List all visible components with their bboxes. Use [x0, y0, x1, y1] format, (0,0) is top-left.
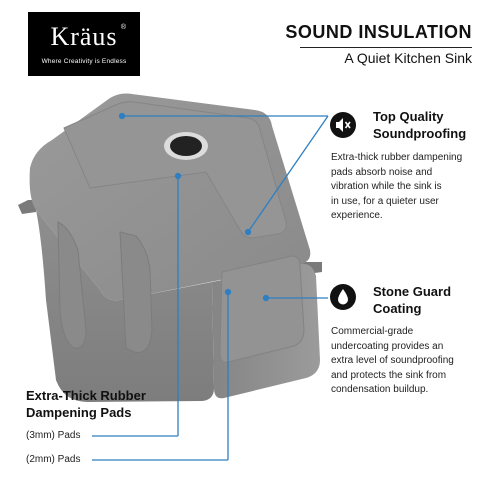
pad-label-3mm: (3mm) Pads: [26, 430, 81, 441]
speaker-mute-icon: [330, 112, 356, 138]
brand-name: Kräus: [50, 22, 118, 51]
pad-label-2mm: (2mm) Pads: [26, 454, 81, 465]
page-subtitle: A Quiet Kitchen Sink: [344, 50, 472, 66]
feature-desc-soundproofing: Extra-thick rubber dampening pads absorb…: [331, 152, 463, 221]
page-title: SOUND INSULATION: [285, 22, 472, 42]
pads-title: Extra-Thick Rubber Dampening Pads: [26, 388, 146, 420]
water-drop-icon: [330, 284, 356, 310]
brand-tagline: Where Creativity is Endless: [41, 58, 127, 65]
sink-top-pad: [63, 101, 287, 239]
feature-title-soundproofing: Top Quality Soundproofing: [373, 109, 467, 141]
front-pad-left: [57, 221, 87, 349]
feature-desc-coating: Commercial-grade undercoating provides a…: [331, 326, 454, 395]
header-divider: [300, 47, 472, 48]
drain-inner: [170, 136, 202, 156]
front-pad-right: [119, 231, 153, 354]
registered-mark: ®: [120, 24, 126, 31]
feature-title-coating: Stone Guard Coating: [373, 284, 452, 316]
brand-logo: Kräus ® Where Creativity is Endless: [28, 12, 140, 76]
callout-line-top-diag: [247, 115, 329, 233]
sink-rim: [18, 200, 36, 214]
right-pad: [219, 255, 305, 363]
